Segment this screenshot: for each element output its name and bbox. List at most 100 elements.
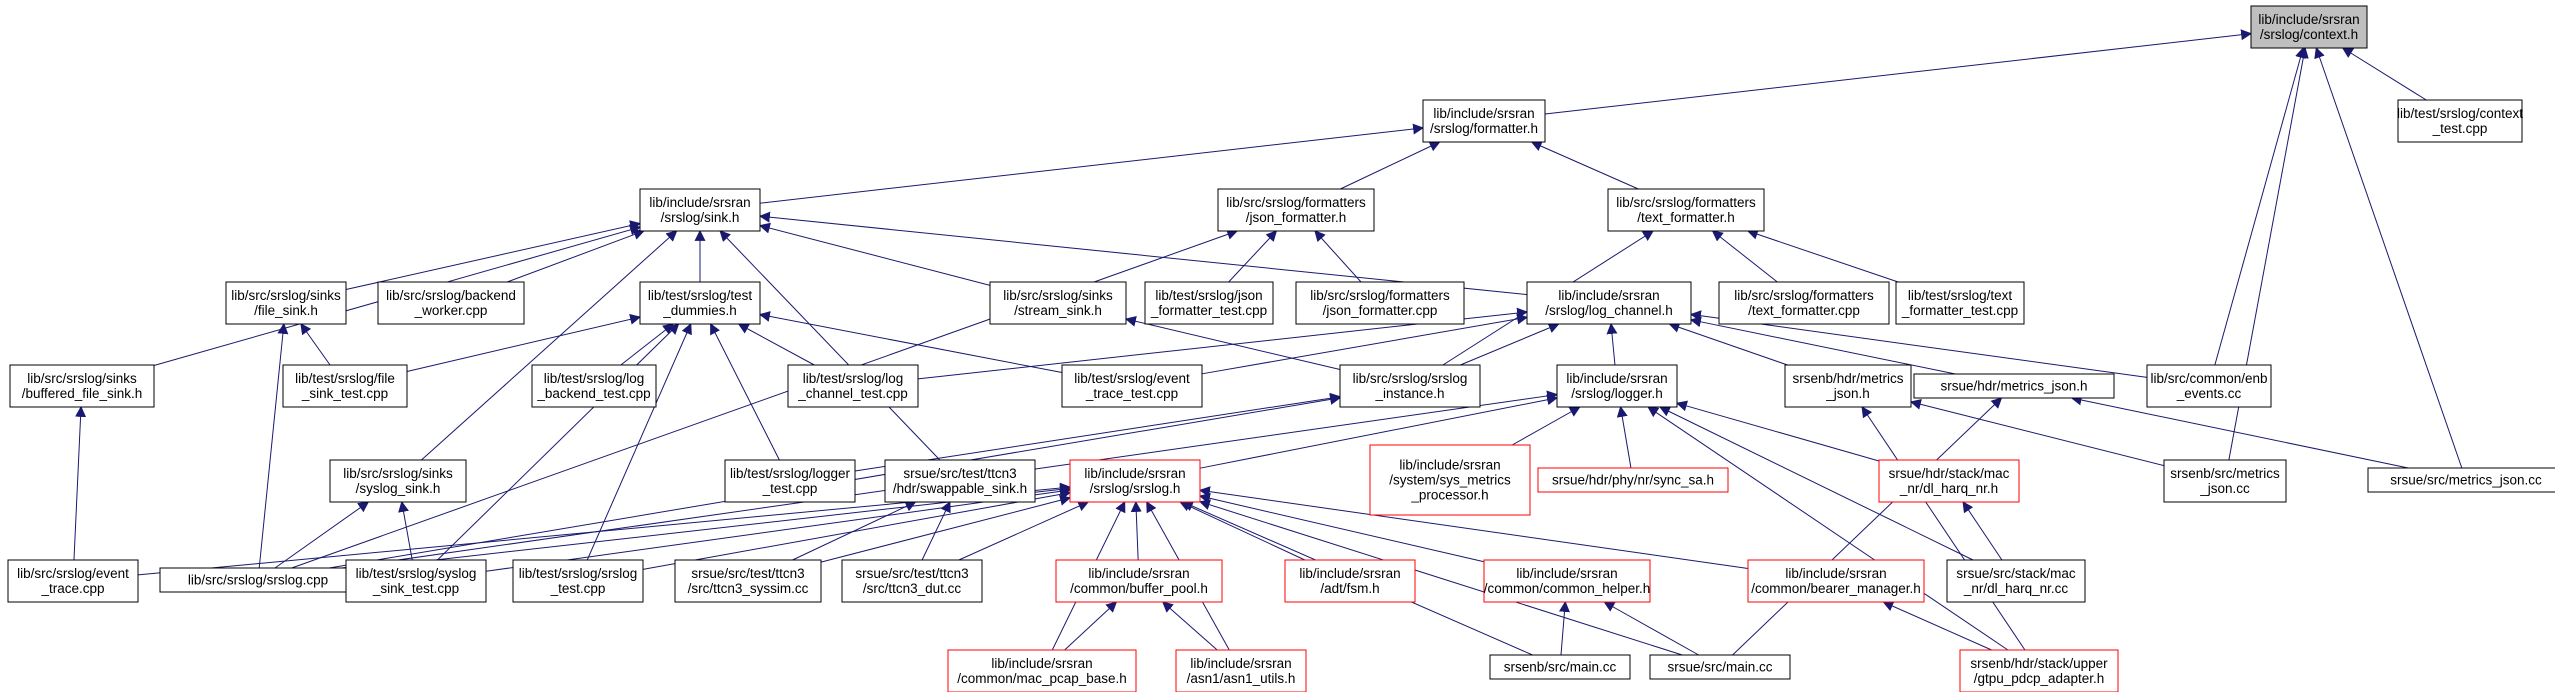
node-label: lib/src/srslog/srslog.cpp — [188, 573, 328, 588]
file-node[interactable]: lib/src/srslog/sinks/stream_sink.h — [989, 281, 1127, 325]
dependency-edge — [1711, 230, 1778, 283]
file-node[interactable]: lib/test/srslog/context_test.cpp — [2397, 99, 2523, 143]
node-label: _worker.cpp — [414, 303, 488, 318]
dependency-edge — [1882, 600, 1992, 651]
dependency-edge — [1647, 406, 2009, 651]
file-node[interactable]: lib/test/srslog/json_formatter_test.cpp — [1144, 281, 1274, 325]
file-node[interactable]: srsenb/src/metrics_json.cc — [2163, 459, 2287, 503]
file-node[interactable]: lib/test/srslog/logger_test.cpp — [724, 459, 856, 503]
file-node[interactable]: srsenb/hdr/metrics_json.h — [1784, 364, 1912, 408]
dependency-edge — [485, 485, 1072, 572]
file-node[interactable]: lib/src/srslog/srslog.cpp — [159, 567, 357, 593]
node-box — [1144, 281, 1274, 325]
file-node[interactable]: lib/include/srsran/srslog/sink.h — [639, 188, 761, 232]
node-box — [225, 281, 347, 325]
file-node[interactable]: lib/test/srslog/test_dummies.h — [639, 281, 761, 325]
dependency-edge — [507, 229, 645, 283]
dependency-edge — [1909, 398, 2165, 467]
node-box — [947, 649, 1137, 692]
file-node[interactable]: lib/src/srslog/srslog_instance.h — [1339, 364, 1481, 408]
node-label: lib/include/srsran — [1785, 566, 1886, 581]
file-node[interactable]: lib/include/srsran/asn1/asn1_utils.h — [1175, 649, 1307, 692]
file-node[interactable]: lib/include/srsran/system/sys_metrics_pr… — [1369, 444, 1531, 516]
node-label: lib/test/srslog/json — [1155, 288, 1262, 303]
file-node[interactable]: lib/test/srslog/event_trace_test.cpp — [1061, 364, 1203, 408]
file-node[interactable]: lib/test/srslog/log_channel_test.cpp — [787, 364, 919, 408]
file-node[interactable]: srsue/src/stack/mac_nr/dl_harq_nr.cc — [1946, 559, 2086, 603]
dependency-edge — [1161, 601, 1218, 651]
file-node[interactable]: lib/include/srsran/adt/fsm.h — [1284, 559, 1416, 603]
file-node[interactable]: lib/include/srsran/common/bearer_manager… — [1747, 559, 1925, 603]
file-node[interactable]: lib/src/srslog/backend_worker.cpp — [377, 281, 525, 325]
dependency-edge — [1732, 397, 2003, 656]
file-node[interactable]: lib/include/srsran/srslog/formatter.h — [1422, 99, 1546, 143]
file-node[interactable]: srsue/hdr/metrics_json.h — [1913, 373, 2115, 399]
node-label: /srslog/sink.h — [661, 210, 740, 225]
file-node[interactable]: srsenb/hdr/stack/upper/gtpu_pdcp_adapter… — [1959, 649, 2119, 692]
file-node[interactable]: lib/include/srsran/srslog/srslog.h — [1069, 459, 1201, 503]
dependency-edge — [1228, 230, 1278, 283]
dependency-edge — [1198, 492, 1485, 563]
node-label: /srslog/logger.h — [1571, 386, 1663, 401]
file-node[interactable]: lib/include/srsran/common/mac_pcap_base.… — [947, 649, 1137, 692]
root-node[interactable]: lib/include/srsran/srslog/context.h — [2250, 5, 2368, 49]
file-node[interactable]: lib/src/srslog/formatters/text_formatter… — [1607, 188, 1765, 232]
node-box — [9, 364, 155, 408]
node-box — [531, 364, 657, 408]
dependency-edge — [345, 220, 642, 291]
node-box — [282, 364, 408, 408]
dependency-edge — [1689, 310, 2148, 378]
file-node[interactable]: lib/src/srslog/sinks/buffered_file_sink.… — [9, 364, 155, 408]
file-node[interactable]: lib/src/srslog/formatters/json_formatter… — [1295, 281, 1465, 325]
node-label: lib/src/srslog/srslog — [1353, 371, 1468, 386]
file-node[interactable]: srsue/src/test/ttcn3/src/ttcn3_syssim.cc — [674, 559, 822, 603]
node-box — [329, 459, 467, 503]
file-node[interactable]: lib/test/srslog/srslog_test.cpp — [512, 559, 644, 603]
file-node[interactable]: lib/include/srsran/srslog/log_channel.h — [1526, 281, 1692, 325]
dependency-edge — [437, 323, 680, 561]
file-node[interactable]: lib/test/srslog/syslog_sink_test.cpp — [345, 559, 487, 603]
file-node[interactable]: lib/include/srsran/srslog/logger.h — [1556, 364, 1678, 408]
node-label: /gtpu_pdcp_adapter.h — [1974, 671, 2105, 686]
file-node[interactable]: lib/include/srsran/common/buffer_pool.h — [1055, 559, 1223, 603]
file-node[interactable]: srsue/src/main.cc — [1649, 654, 1791, 680]
node-box — [1483, 559, 1651, 603]
file-node[interactable]: lib/test/srslog/file_sink_test.cpp — [282, 364, 408, 408]
file-node[interactable]: lib/include/srsran/common/common_helper.… — [1483, 559, 1651, 603]
node-box — [1895, 281, 2025, 325]
node-box — [1284, 559, 1416, 603]
file-node[interactable]: srsue/src/test/ttcn3/hdr/swappable_sink.… — [884, 459, 1036, 503]
file-node[interactable]: srsue/src/metrics_json.cc — [2367, 467, 2555, 493]
dependency-edge — [758, 310, 1063, 374]
file-node[interactable]: lib/src/common/enb_events.cc — [2146, 364, 2272, 408]
dependency-edge — [921, 501, 951, 561]
file-node[interactable]: srsue/hdr/stack/mac_nr/dl_harq_nr.h — [1878, 459, 2020, 503]
node-label: lib/include/srsran — [1088, 566, 1189, 581]
node-label: lib/include/srsran — [1399, 458, 1500, 473]
node-label: _formatter_test.cpp — [1150, 303, 1267, 318]
node-box — [377, 281, 525, 325]
dependency-edge — [1340, 141, 1441, 190]
node-box — [724, 459, 856, 503]
file-node[interactable]: srsue/src/test/ttcn3/src/ttcn3_dut.cc — [841, 559, 983, 603]
dependency-edge — [1606, 322, 1618, 366]
file-node[interactable]: lib/src/srslog/event_trace.cpp — [7, 559, 139, 603]
file-node[interactable]: lib/src/srslog/sinks/syslog_sink.h — [329, 459, 467, 503]
file-node[interactable]: lib/src/srslog/sinks/file_sink.h — [225, 281, 347, 325]
file-node[interactable]: lib/src/srslog/formatters/json_formatter… — [1217, 188, 1375, 232]
file-node[interactable]: lib/test/srslog/log_backend_test.cpp — [531, 364, 657, 408]
node-label: lib/test/srslog/file — [295, 371, 395, 386]
file-node[interactable]: srsue/hdr/phy/nr/sync_sa.h — [1537, 467, 1729, 493]
node-label: srsue/hdr/stack/mac — [1889, 466, 2010, 481]
node-label: lib/src/srslog/sinks — [1003, 288, 1113, 303]
node-box — [1339, 364, 1481, 408]
file-node[interactable]: lib/src/srslog/formatters/text_formatter… — [1718, 281, 1890, 325]
file-node[interactable]: srsenb/src/main.cc — [1489, 654, 1631, 680]
node-box — [1422, 99, 1546, 143]
node-label: _backend_test.cpp — [536, 386, 650, 401]
file-node[interactable]: lib/test/srslog/text_formatter_test.cpp — [1895, 281, 2025, 325]
node-box — [1061, 364, 1203, 408]
dependency-edge — [1530, 140, 1639, 190]
node-box — [639, 281, 761, 325]
